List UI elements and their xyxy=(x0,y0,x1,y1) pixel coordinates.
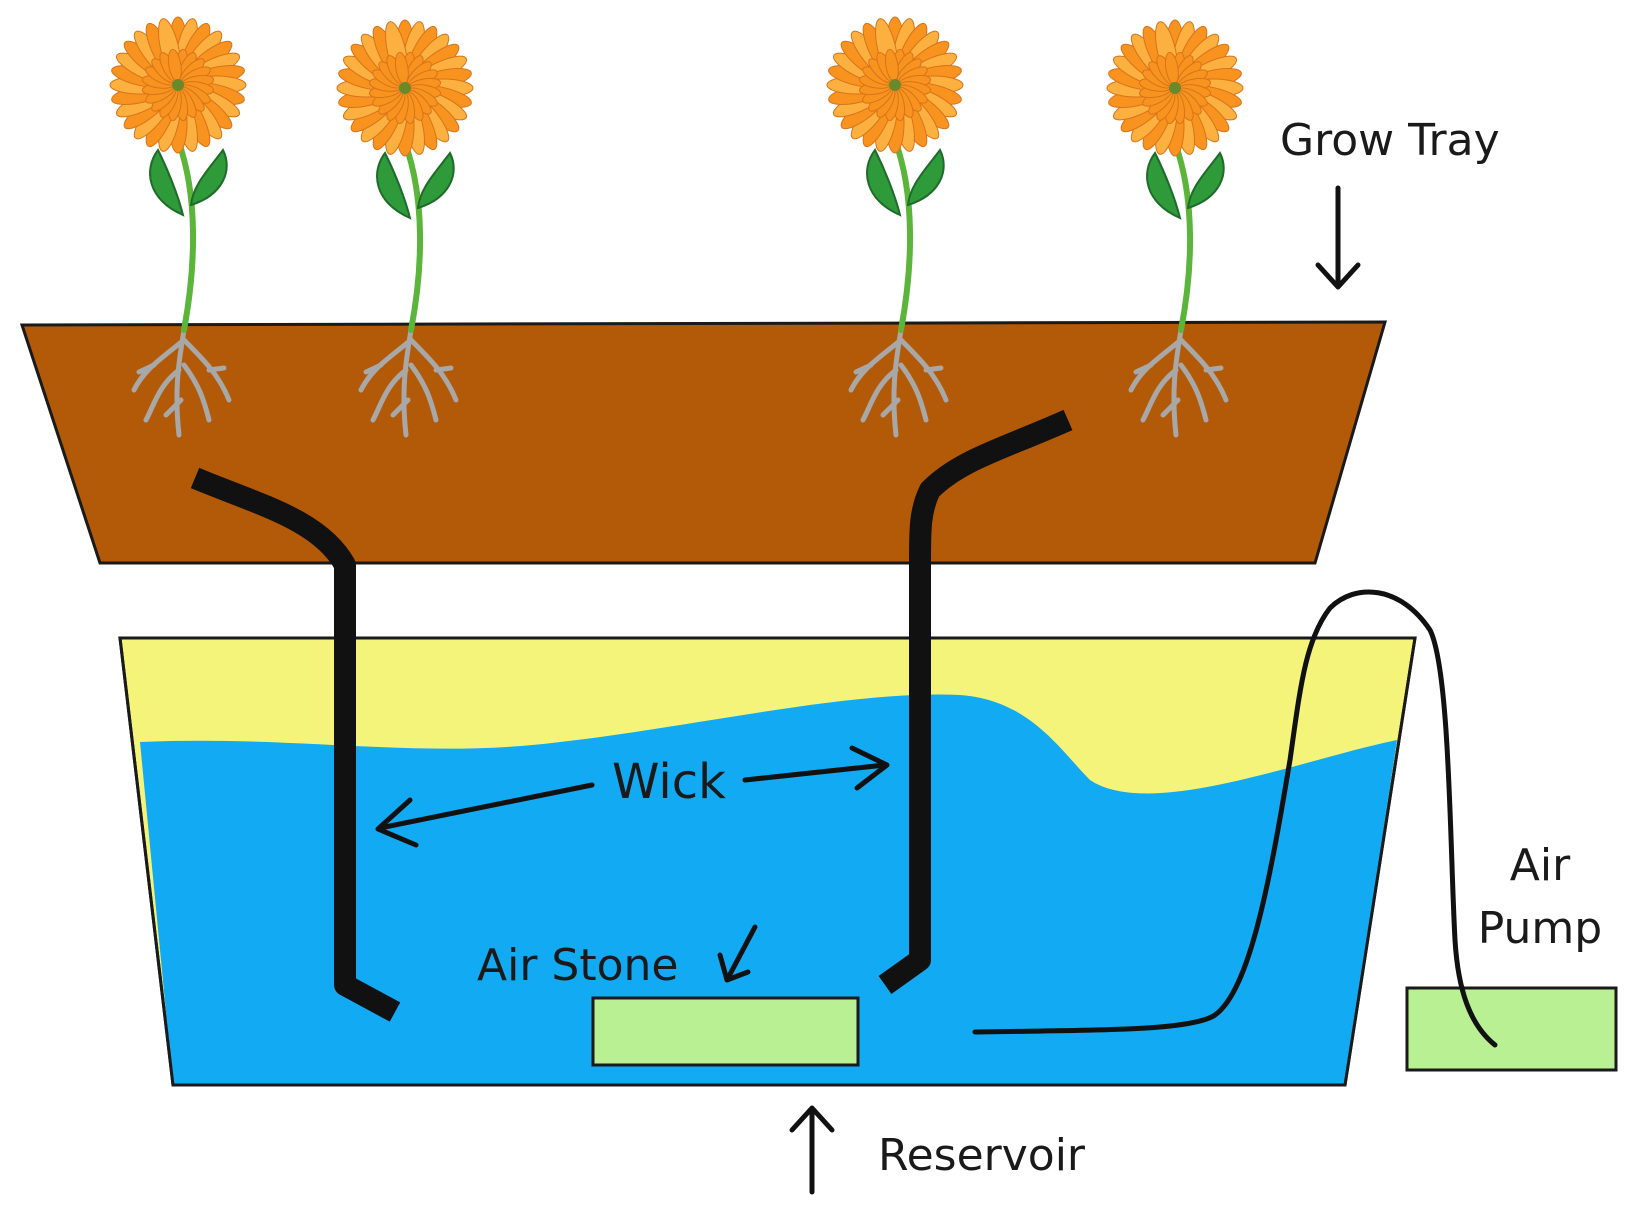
stem xyxy=(892,137,913,333)
wick-left-arrow xyxy=(375,782,595,848)
root xyxy=(370,367,409,423)
flower-center xyxy=(1169,82,1181,94)
flower xyxy=(826,16,964,154)
root xyxy=(433,365,454,373)
root xyxy=(163,397,184,418)
flower xyxy=(1106,19,1244,157)
wick-left xyxy=(190,467,401,1022)
flower-center xyxy=(172,79,184,91)
leaf xyxy=(149,148,185,217)
wick-right-arrow xyxy=(742,745,890,791)
leaf xyxy=(416,151,455,210)
reservoir-arrow xyxy=(789,1105,835,1195)
root xyxy=(136,362,157,375)
root xyxy=(860,367,899,423)
root xyxy=(880,397,901,418)
air-pump-label-line2: Pump xyxy=(1478,903,1602,954)
root xyxy=(1140,367,1179,423)
plant-3 xyxy=(826,16,964,438)
root xyxy=(853,362,874,375)
flower-center xyxy=(399,82,411,94)
root xyxy=(390,397,411,418)
stem xyxy=(402,140,423,333)
root xyxy=(1160,397,1181,418)
flower-center xyxy=(889,79,901,91)
air-tube xyxy=(972,589,1498,1048)
grow-tray xyxy=(19,320,1387,565)
leaf xyxy=(189,148,228,207)
leaf xyxy=(376,151,412,220)
air-pump-label-line1: Air xyxy=(1510,840,1571,891)
roots xyxy=(848,327,949,438)
root xyxy=(923,365,944,373)
leaf xyxy=(906,148,945,207)
reservoir-label: Reservoir xyxy=(878,1130,1086,1181)
plant-4 xyxy=(1106,19,1244,438)
flower xyxy=(109,16,247,154)
air-stone-arrow xyxy=(717,924,758,983)
root xyxy=(1178,362,1209,423)
reservoir-water xyxy=(140,694,1397,1085)
root xyxy=(206,365,227,373)
root xyxy=(181,362,212,423)
air-stone xyxy=(591,996,860,1067)
root xyxy=(143,367,182,423)
roots xyxy=(1128,327,1229,438)
root xyxy=(1133,362,1154,375)
arrows xyxy=(375,185,1361,1195)
roots xyxy=(131,327,232,438)
wick-right xyxy=(878,409,1073,994)
grow-tray-arrow xyxy=(1315,185,1361,290)
plant-2 xyxy=(336,19,474,438)
grow-tray-label: Grow Tray xyxy=(1280,115,1500,166)
stem xyxy=(175,137,196,333)
leaf xyxy=(866,148,902,217)
leaf xyxy=(1146,151,1182,220)
root xyxy=(363,362,384,375)
reservoir xyxy=(118,636,1417,1087)
root xyxy=(1203,365,1224,373)
air-pump xyxy=(1405,986,1618,1072)
stem xyxy=(1172,140,1193,333)
plants xyxy=(109,16,1244,438)
plant-1 xyxy=(109,16,247,438)
root xyxy=(898,362,929,423)
flower xyxy=(336,19,474,157)
roots xyxy=(358,327,459,438)
root xyxy=(408,362,439,423)
reservoir-outline xyxy=(118,636,1417,1087)
air-stone-label: Air Stone xyxy=(477,940,678,991)
leaf xyxy=(1186,151,1225,210)
wick-label: Wick xyxy=(612,754,726,810)
